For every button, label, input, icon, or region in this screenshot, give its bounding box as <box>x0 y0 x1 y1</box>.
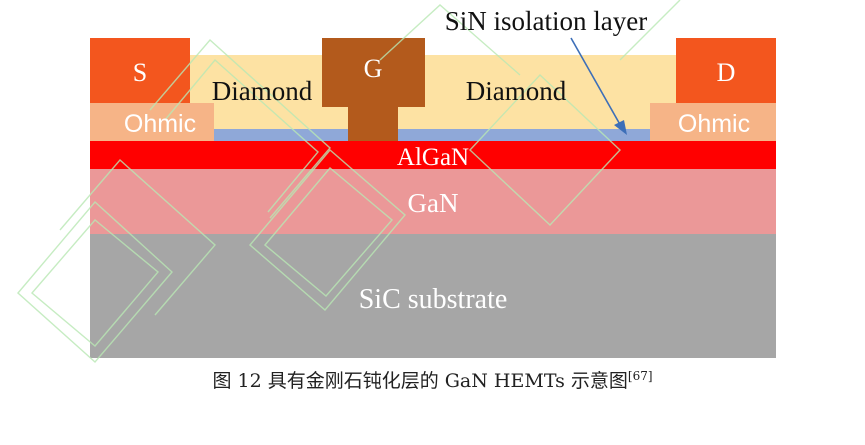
ohmic-left-region <box>90 103 214 141</box>
gan-layer <box>90 169 776 234</box>
ohmic-left-label: Ohmic <box>124 110 196 138</box>
diamond-left-label: Diamond <box>212 76 313 106</box>
ohmic-right-label: Ohmic <box>678 110 750 138</box>
ohmic-right-region <box>650 103 776 141</box>
source-label: S <box>133 58 147 87</box>
caption-reference: [67] <box>627 369 653 383</box>
algan-layer <box>90 141 776 169</box>
sin-isolation-layer-left <box>214 129 348 141</box>
sin-annotation-arrow-head <box>614 120 627 135</box>
source-contact <box>90 38 190 103</box>
drain-contact <box>676 38 776 103</box>
figure-caption: 图 12 具有金刚石钝化层的 GaN HEMTs 示意图[67] <box>0 366 865 393</box>
gate-label: G <box>364 54 383 83</box>
substrate-label: SiC substrate <box>359 284 508 315</box>
sin-annotation-arrow-line <box>570 37 623 129</box>
sin-isolation-layer-right <box>398 129 650 141</box>
caption-text: 图 12 具有金刚石钝化层的 GaN HEMTs 示意图 <box>212 370 628 392</box>
watermark-outlines <box>17 0 681 363</box>
drain-label: D <box>717 58 736 87</box>
sic-substrate-layer <box>90 234 776 358</box>
gan-label: GaN <box>408 188 459 218</box>
diamond-right-label: Diamond <box>466 76 567 106</box>
gate-contact <box>322 38 425 141</box>
sin-isolation-annotation: SiN isolation layer <box>445 6 647 36</box>
algan-label: AlGaN <box>397 144 469 171</box>
